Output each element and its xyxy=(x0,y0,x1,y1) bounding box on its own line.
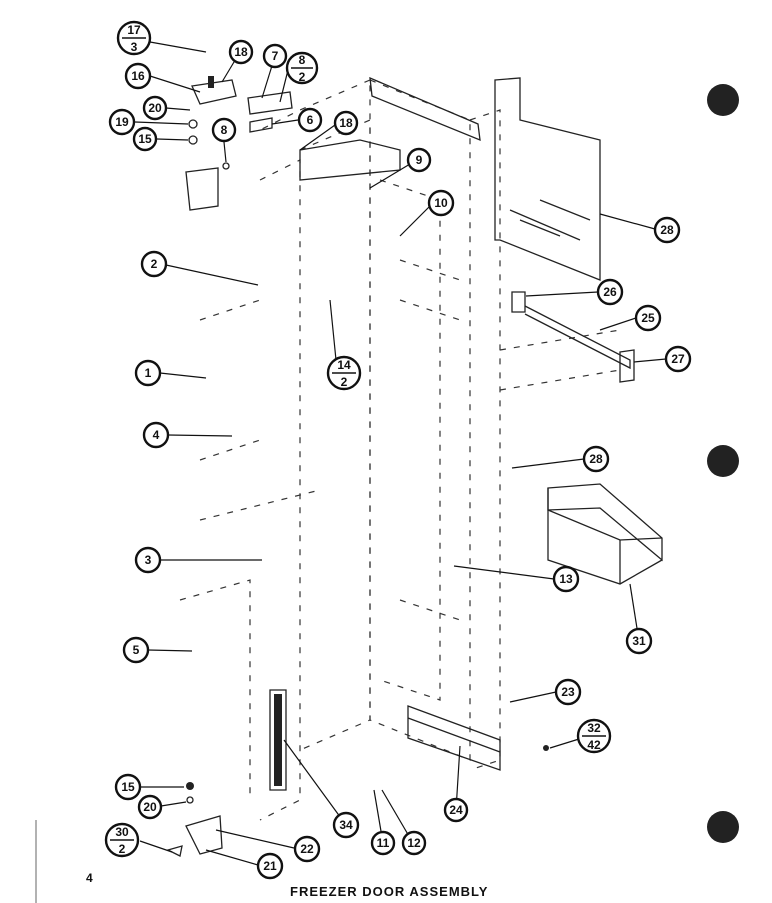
svg-text:7: 7 xyxy=(272,49,279,63)
callout-23: 23 xyxy=(554,678,582,706)
callout-9: 9 xyxy=(406,147,432,173)
svg-text:25: 25 xyxy=(641,311,655,325)
svg-text:15: 15 xyxy=(121,780,135,794)
svg-text:9: 9 xyxy=(416,153,423,167)
callout-21: 21 xyxy=(256,852,284,880)
callout-31: 31 xyxy=(625,627,653,655)
svg-text:4: 4 xyxy=(153,428,160,442)
callout-11: 11 xyxy=(370,830,396,856)
svg-text:21: 21 xyxy=(263,859,277,873)
svg-text:28: 28 xyxy=(589,452,603,466)
svg-text:20: 20 xyxy=(148,101,162,115)
callout-7: 7 xyxy=(262,43,288,69)
callout-27: 27 xyxy=(664,345,692,373)
svg-text:20: 20 xyxy=(143,800,157,814)
bottom-hinge xyxy=(166,745,549,857)
callout-16: 16 xyxy=(124,62,152,90)
door-panel-outline xyxy=(179,79,621,821)
callout-10: 10 xyxy=(427,189,455,217)
gasket-frame xyxy=(299,76,481,181)
callout-14-2: 14 2 xyxy=(326,355,362,391)
callout-18: 18 xyxy=(228,39,254,65)
callout-15: 15 xyxy=(132,126,158,152)
svg-text:2: 2 xyxy=(119,842,126,856)
svg-text:32: 32 xyxy=(587,721,601,735)
callout-34: 34 xyxy=(332,811,360,839)
callout-25: 25 xyxy=(634,304,662,332)
top-hinge xyxy=(185,76,293,211)
svg-text:2: 2 xyxy=(151,257,158,271)
kick-plate xyxy=(407,705,501,771)
svg-text:17: 17 xyxy=(127,23,141,37)
svg-text:42: 42 xyxy=(587,738,601,752)
svg-text:23: 23 xyxy=(561,685,575,699)
callout-2: 2 xyxy=(140,250,168,278)
svg-text:8: 8 xyxy=(299,53,306,67)
callout-5: 5 xyxy=(122,636,150,664)
svg-text:27: 27 xyxy=(671,352,685,366)
svg-text:24: 24 xyxy=(449,803,463,817)
shelf-bar xyxy=(511,291,635,383)
callout-24: 24 xyxy=(443,797,469,823)
svg-text:14: 14 xyxy=(337,358,351,372)
svg-text:18: 18 xyxy=(234,45,248,59)
svg-text:3: 3 xyxy=(145,553,152,567)
diagram-title: FREEZER DOOR ASSEMBLY xyxy=(290,884,489,899)
svg-text:19: 19 xyxy=(115,115,129,129)
callout-28: 28 xyxy=(653,216,681,244)
callout-22: 22 xyxy=(293,835,321,863)
svg-text:2: 2 xyxy=(341,375,348,389)
callout-32-42: 32 42 xyxy=(576,718,612,754)
callout-12: 12 xyxy=(401,830,427,856)
callout-4: 4 xyxy=(142,421,170,449)
door-handle-strip xyxy=(269,689,287,791)
svg-text:10: 10 xyxy=(434,196,448,210)
callout-18-mid: 18 xyxy=(333,110,359,136)
svg-text:3: 3 xyxy=(131,40,138,54)
callout-6: 6 xyxy=(297,107,323,133)
svg-text:8: 8 xyxy=(221,123,228,137)
side-panel-assembly xyxy=(494,77,601,281)
callout-26: 26 xyxy=(596,278,624,306)
callout-1: 1 xyxy=(134,359,162,387)
svg-text:28: 28 xyxy=(660,223,674,237)
svg-text:5: 5 xyxy=(133,643,140,657)
svg-text:11: 11 xyxy=(377,836,390,850)
callout-20-bottom: 20 xyxy=(137,794,163,820)
callout-8-2: 8 2 xyxy=(285,51,319,85)
leader-lines xyxy=(134,41,667,866)
page-number: 4 xyxy=(86,871,93,885)
callout-19: 19 xyxy=(108,108,136,136)
svg-text:18: 18 xyxy=(339,116,353,130)
callout-15-bottom: 15 xyxy=(114,773,142,801)
svg-text:6: 6 xyxy=(307,113,314,127)
svg-text:1: 1 xyxy=(145,366,152,380)
svg-text:13: 13 xyxy=(559,572,573,586)
callout-8: 8 xyxy=(211,117,237,143)
svg-text:22: 22 xyxy=(300,842,314,856)
svg-text:15: 15 xyxy=(138,132,152,146)
callout-28-mid: 28 xyxy=(582,445,610,473)
svg-text:31: 31 xyxy=(632,634,646,648)
callout-20: 20 xyxy=(142,95,168,121)
callout-13: 13 xyxy=(552,565,580,593)
svg-text:2: 2 xyxy=(299,70,306,84)
svg-text:34: 34 xyxy=(339,818,353,832)
callout-3: 3 xyxy=(134,546,162,574)
svg-text:12: 12 xyxy=(407,836,421,850)
storage-bin xyxy=(547,483,663,585)
svg-text:26: 26 xyxy=(603,285,617,299)
svg-text:16: 16 xyxy=(131,69,145,83)
binder-holes xyxy=(707,84,739,843)
callout-30-2: 30 2 xyxy=(104,822,140,858)
callout-17-3: 17 3 xyxy=(116,20,152,56)
svg-text:30: 30 xyxy=(115,825,129,839)
